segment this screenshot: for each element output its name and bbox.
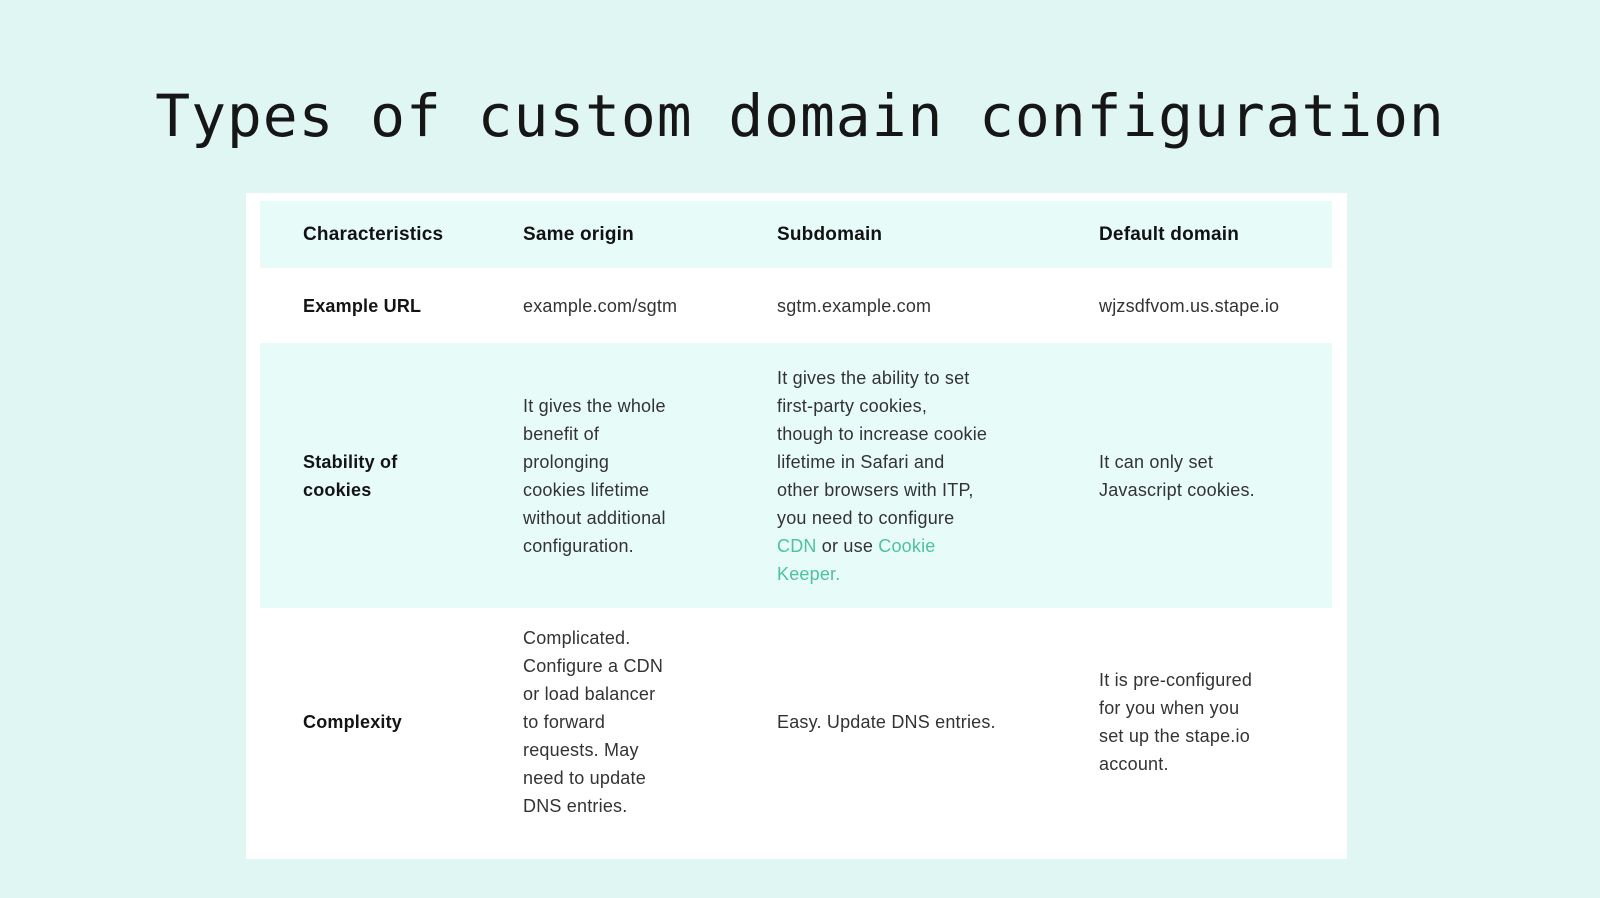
cell-example-url-subdomain: sgtm.example.com [777, 295, 932, 316]
cookie-keeper-link[interactable]: Cookie Keeper. [777, 535, 936, 584]
table-row-stability-of-cookies: Stability of cookies It gives the whole … [260, 343, 1332, 608]
cell-complexity-subdomain: Easy. Update DNS entries. [777, 711, 996, 732]
row-label-stability-of-cookies: Stability of cookies [303, 451, 398, 500]
header-characteristics: Characteristics [303, 223, 444, 245]
row-label-example-url: Example URL [303, 295, 422, 316]
row-label-complexity: Complexity [303, 711, 403, 732]
table-row-complexity: Complexity Complicated. Configure a CDN … [260, 608, 1332, 859]
header-default-domain: Default domain [1099, 223, 1240, 245]
stability-subdomain-text: It gives the ability to set first-party … [777, 367, 988, 528]
cdn-link[interactable]: CDN [777, 535, 817, 556]
page-title: Types of custom domain configuration [155, 82, 1445, 150]
cell-example-url-same-origin: example.com/sgtm [523, 295, 678, 316]
header-same-origin: Same origin [523, 223, 634, 245]
table-row-example-url: Example URL example.com/sgtm sgtm.exampl… [260, 268, 1332, 343]
header-subdomain: Subdomain [777, 223, 883, 245]
cell-complexity-same-origin: Complicated. Configure a CDN or load bal… [523, 627, 664, 816]
cell-stability-default-domain: It can only set Javascript cookies. [1099, 451, 1255, 500]
comparison-table-card: Characteristics Same origin Subdomain De… [246, 193, 1347, 859]
table-header-row: Characteristics Same origin Subdomain De… [260, 201, 1332, 268]
cell-stability-subdomain: It gives the ability to set first-party … [777, 364, 1099, 588]
cell-example-url-default-domain: wjzsdfvom.us.stape.io [1099, 295, 1280, 316]
cell-complexity-default-domain: It is pre-configured for you when you se… [1099, 669, 1253, 774]
stability-subdomain-text-mid: or use [816, 535, 879, 556]
cell-stability-same-origin: It gives the whole benefit of prolonging… [523, 395, 666, 556]
